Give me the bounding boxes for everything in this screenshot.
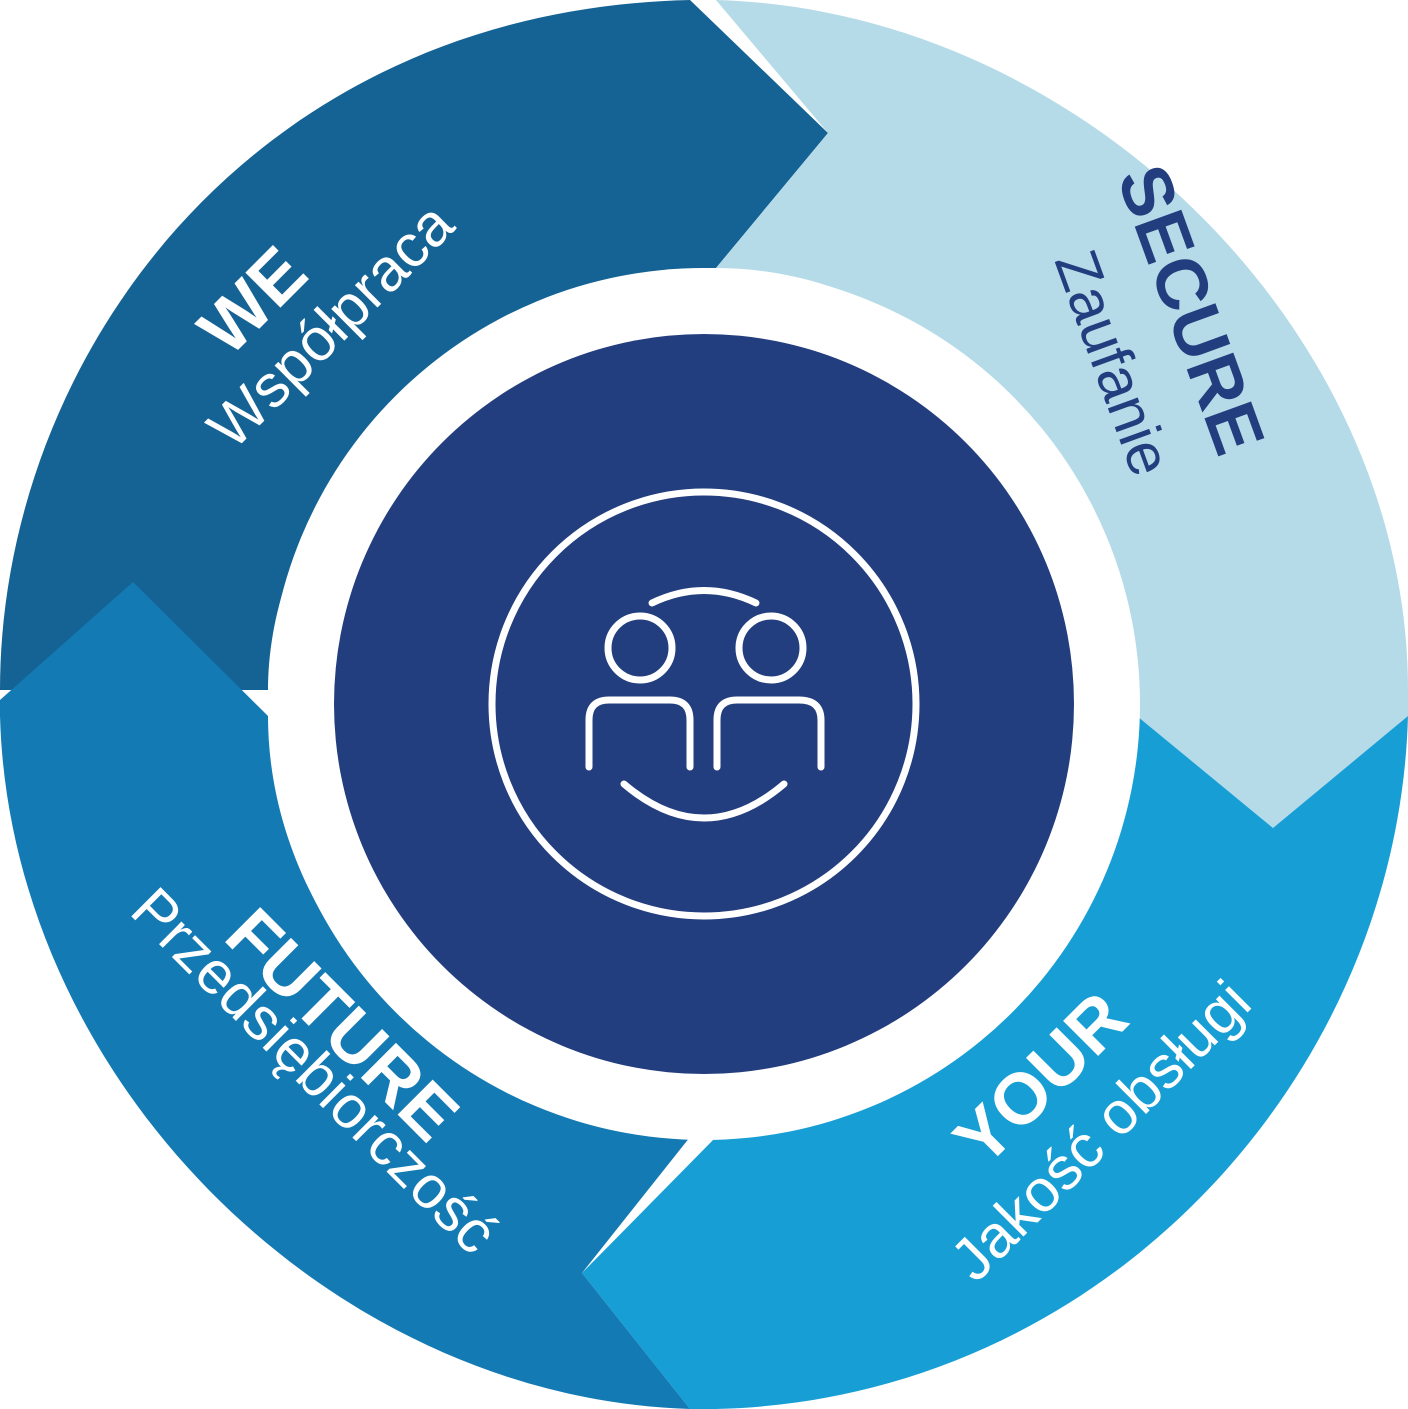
- segment-future: [0, 582, 690, 1409]
- segment-secure: [716, 0, 1408, 828]
- segment-we: [0, 0, 828, 690]
- segment-your: [582, 716, 1408, 1409]
- center-disc: [334, 334, 1074, 1074]
- icon-frame-circle: [488, 488, 920, 920]
- smiling-people-icon: [585, 587, 825, 822]
